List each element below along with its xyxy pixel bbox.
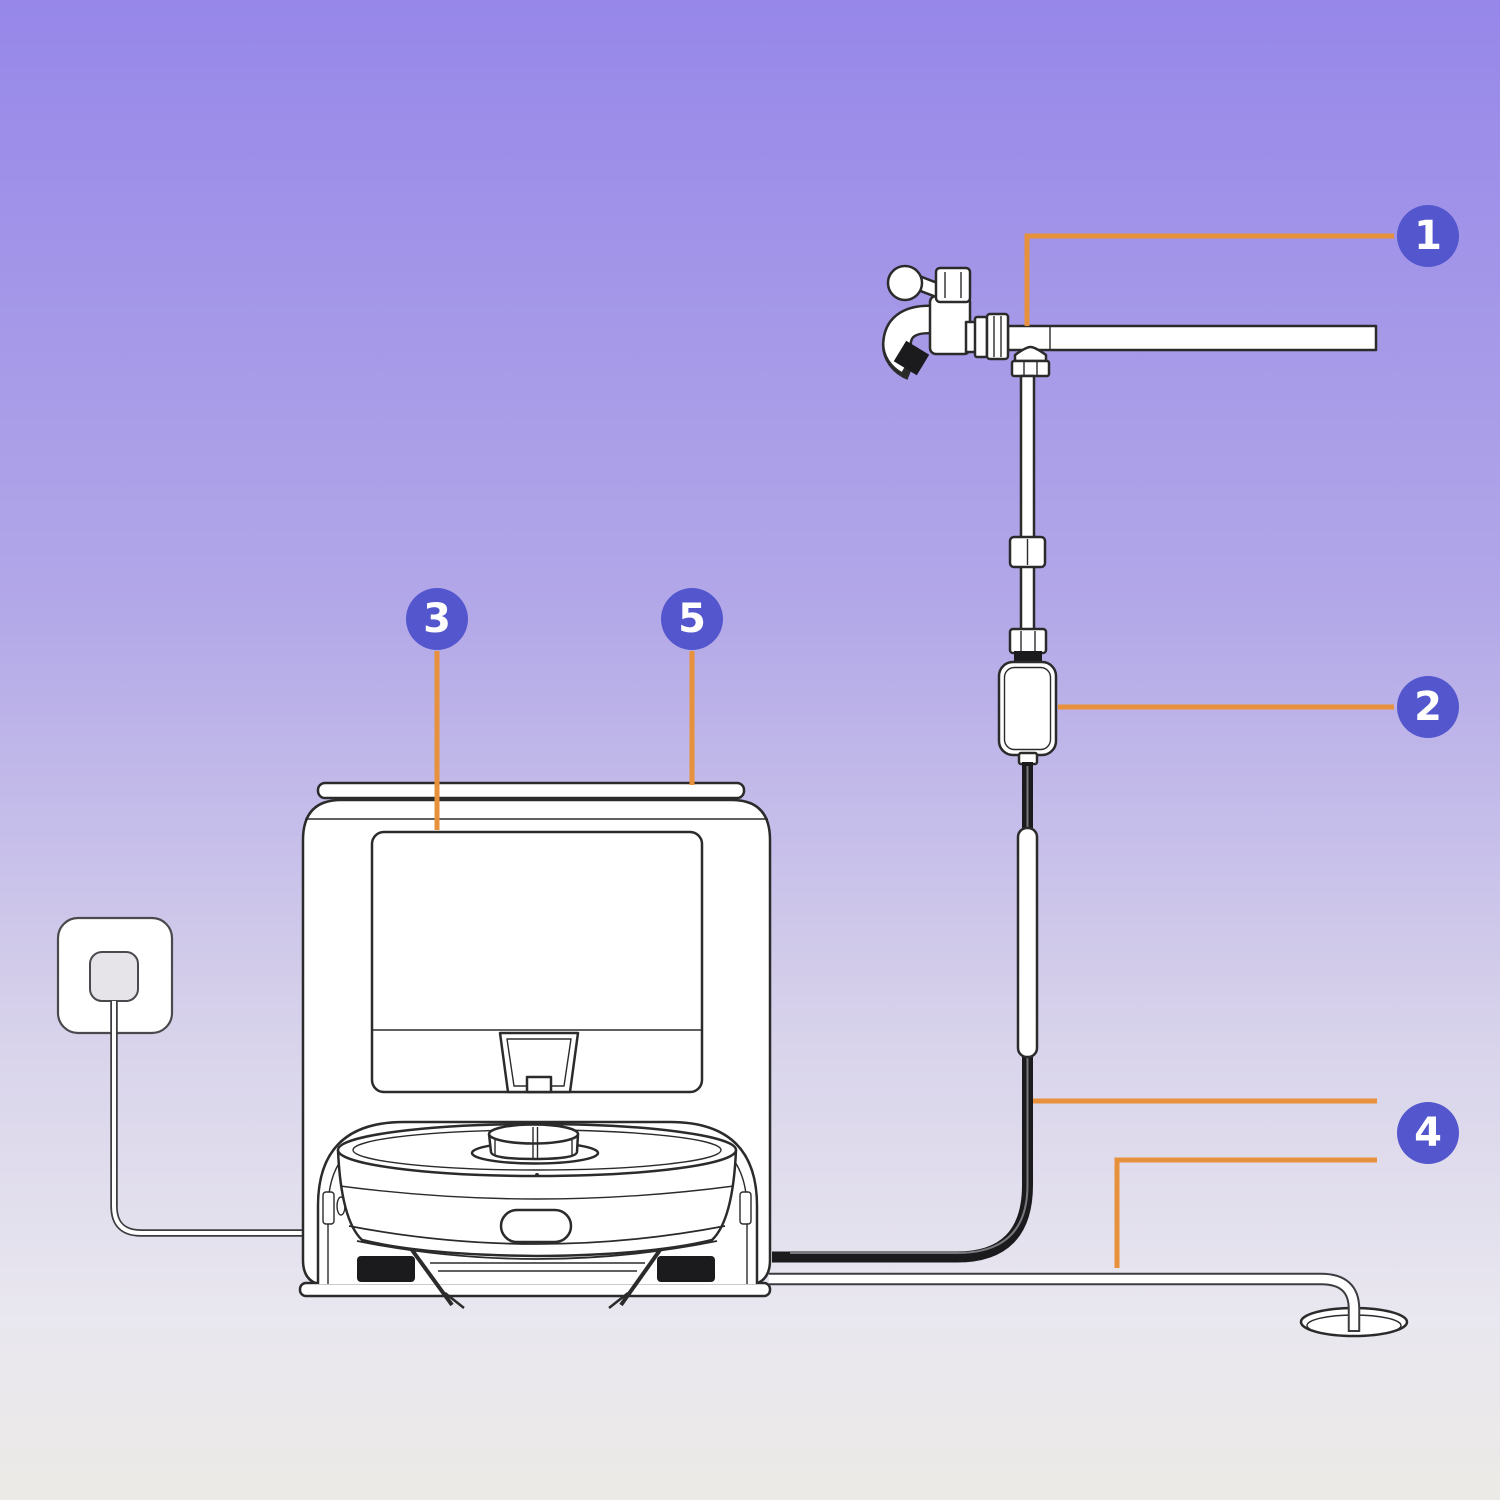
supply-pipe: [1006, 324, 1378, 352]
leader-line-1: [1024, 233, 1394, 326]
drain-hose: [769, 1272, 1361, 1332]
charging-pad-right: [657, 1256, 715, 1282]
dock-base: [298, 1281, 772, 1298]
side-brushes: [410, 1248, 662, 1309]
water-tap-faucet-icon: [881, 264, 980, 380]
callout-number: 2: [1414, 684, 1442, 730]
leader-line-4b: [1114, 1157, 1377, 1268]
hose-sleeve: [1016, 826, 1039, 1059]
callout-badge-2: 2: [1397, 676, 1459, 738]
water-inlet-hose: [772, 762, 1039, 1263]
callout-badge-1: 1: [1397, 205, 1459, 267]
dock-handle-recess: [498, 1031, 580, 1094]
callout-badge-4: 4: [1397, 1102, 1459, 1164]
leader-lines: [434, 233, 1394, 1268]
callout-badge-3: 3: [406, 588, 468, 650]
robot-front-button: [499, 1208, 573, 1244]
power-cord: [110, 1001, 306, 1237]
charging-pad-left: [357, 1256, 415, 1282]
tee-adapter: [973, 312, 1051, 378]
power-outlet-icon: [56, 916, 174, 1035]
callout-number: 3: [423, 596, 451, 642]
inlet-pipe: [1008, 374, 1047, 634]
dock-lid: [316, 781, 746, 800]
callout-number: 4: [1414, 1110, 1442, 1156]
robot-vacuum: [336, 1122, 738, 1309]
callout-number: 5: [678, 596, 706, 642]
inline-water-valve: [997, 627, 1058, 766]
callout-badge-5: 5: [661, 588, 723, 650]
callout-number: 1: [1414, 213, 1442, 259]
